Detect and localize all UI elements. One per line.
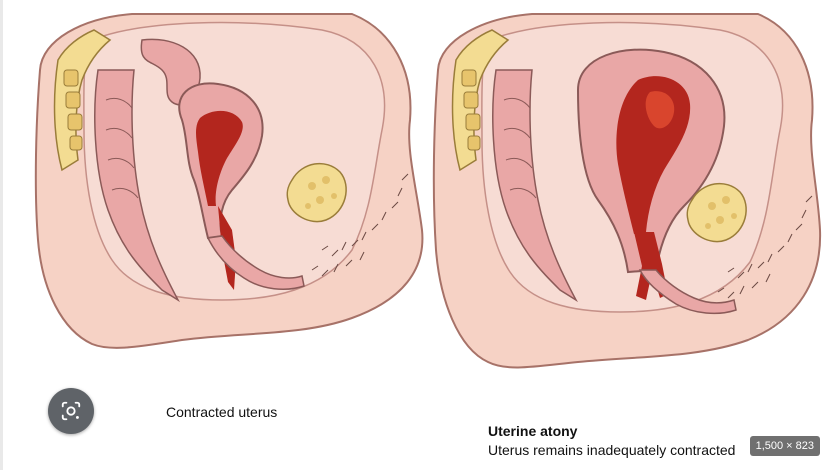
contracted-uterus-caption: Contracted uterus: [166, 404, 277, 420]
uterine-atony-title: Uterine atony: [488, 423, 577, 439]
google-lens-button[interactable]: [48, 388, 94, 434]
uterine-atony-subtitle: Uterus remains inadequately contracted: [488, 442, 735, 458]
google-lens-icon: [60, 400, 82, 422]
left-divider: [0, 0, 3, 470]
image-dimensions-badge: 1,500 × 823: [750, 436, 820, 456]
uterine-atony-illustration: [428, 0, 822, 405]
contracted-uterus-illustration: [22, 0, 427, 392]
